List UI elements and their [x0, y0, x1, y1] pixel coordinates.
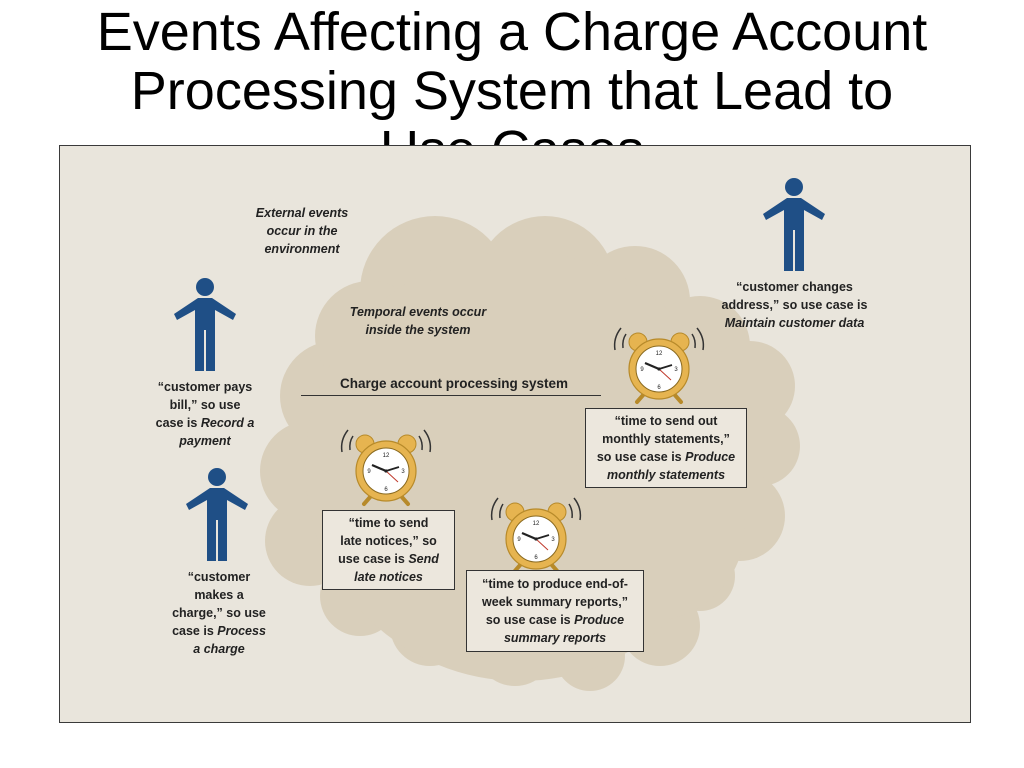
temporal-event-summary-reports: “time to produce end-of- week summary re… — [466, 570, 644, 652]
use-case-name: Maintain customer data — [724, 316, 865, 330]
clock-number: 6 — [384, 487, 388, 493]
person-icon — [763, 178, 825, 271]
use-case-name: payment — [179, 434, 231, 448]
clock-number: 6 — [534, 555, 538, 561]
clock-number: 9 — [640, 367, 644, 373]
clock-number: 9 — [517, 537, 521, 543]
use-case-name: late notices — [354, 570, 423, 584]
temporal-event-monthly-statements: “time to send out monthly statements,” s… — [585, 408, 747, 488]
clock-number: 12 — [383, 453, 390, 459]
person-icon — [174, 278, 236, 371]
temporal-events-label: Temporal events occur inside the system — [349, 305, 487, 337]
external-event-makes-charge: “customer makes a charge,” so use case i… — [172, 570, 266, 656]
temporal-event-late-notices: “time to send late notices,” so use case… — [322, 510, 455, 590]
diagram-panel: 12 3 6 9 12 3 6 9 — [59, 145, 971, 723]
clock-number: 3 — [551, 537, 555, 543]
clock-number: 12 — [533, 521, 540, 527]
use-case-name: Send — [408, 552, 439, 566]
use-case-name: Record a — [200, 416, 255, 430]
use-case-name: summary reports — [503, 631, 607, 645]
title-line-3: Use Cases — [0, 121, 1024, 147]
clock-number: 3 — [401, 469, 405, 475]
person-icon — [186, 468, 248, 561]
alarm-clock-icon: 12 3 6 9 — [613, 327, 705, 404]
use-case-name: Process — [217, 624, 266, 638]
external-event-pays-bill: “customer pays bill,” so use case is Rec… — [155, 380, 255, 448]
clock-number: 9 — [367, 469, 371, 475]
system-boundary-line — [301, 395, 601, 396]
clock-number: 6 — [657, 385, 661, 391]
use-case-name: Produce — [685, 450, 736, 464]
external-events-label: External events occur in the environment — [255, 206, 349, 256]
system-label: Charge account processing system — [339, 376, 569, 391]
clock-number: 3 — [674, 367, 678, 373]
clock-number: 12 — [656, 351, 663, 357]
external-event-changes-address: “customer changes address,” so use case … — [721, 280, 868, 330]
title-line-1: Events Affecting a Charge Account — [96, 2, 928, 62]
alarm-clock-icon: 12 3 6 9 — [490, 497, 582, 574]
use-case-name: monthly statements — [606, 468, 726, 482]
alarm-clock-icon: 12 3 6 9 — [340, 429, 432, 506]
title-line-2: Processing System that Lead to — [130, 61, 894, 121]
use-case-name: Produce — [574, 613, 625, 627]
use-case-name: a charge — [193, 642, 245, 656]
slide-title: Events Affecting a Charge Account Proces… — [0, 0, 1024, 147]
